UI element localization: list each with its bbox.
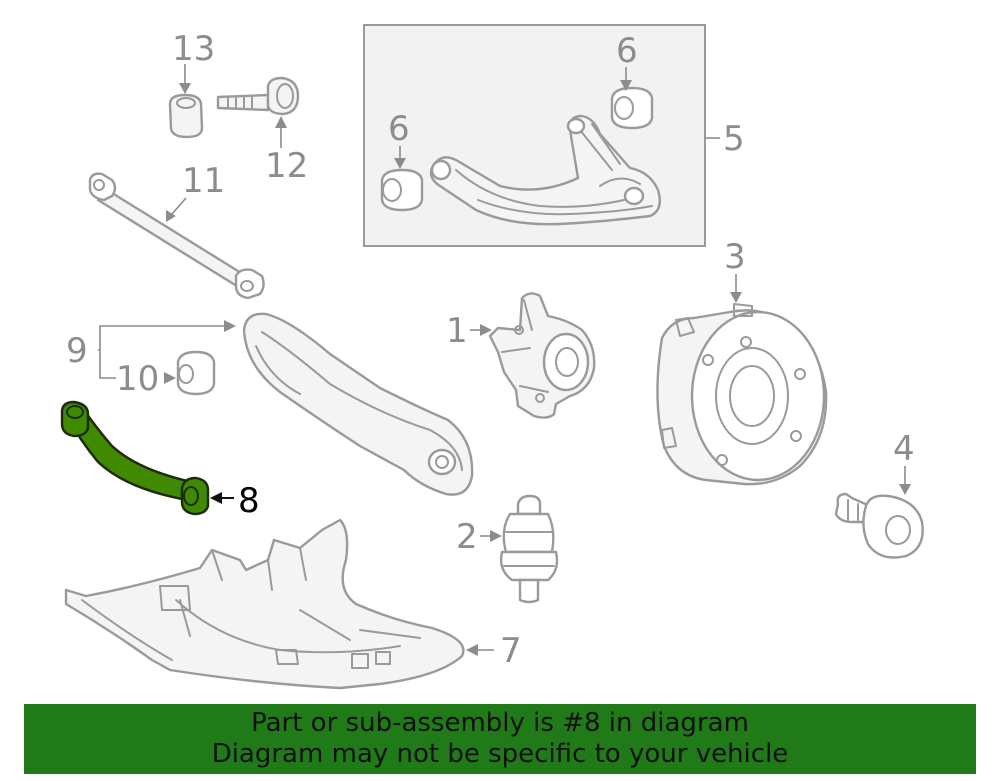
- svg-text:2: 2: [456, 517, 478, 557]
- callout-11: 11: [166, 161, 225, 222]
- svg-text:13: 13: [172, 29, 215, 69]
- part-10-bushing[interactable]: [176, 350, 216, 396]
- svg-text:4: 4: [893, 429, 915, 469]
- svg-text:12: 12: [265, 146, 308, 186]
- svg-text:9: 9: [66, 331, 88, 371]
- part-9-lower-control-arm[interactable]: [242, 312, 474, 496]
- banner-line-disclaimer: Diagram may not be specific to your vehi…: [211, 739, 789, 769]
- callout-13: 13: [172, 29, 215, 94]
- callout-10: 10: [116, 359, 176, 399]
- part-2-ball-joint[interactable]: [499, 494, 559, 604]
- callout-9: 9: [66, 320, 236, 379]
- banner-line-part-number: Part or sub-assembly is #8 in diagram: [251, 708, 749, 738]
- svg-text:8: 8: [238, 481, 260, 521]
- svg-text:6: 6: [388, 109, 410, 149]
- svg-text:3: 3: [724, 237, 746, 277]
- part-8-control-link-highlighted[interactable]: [60, 400, 210, 516]
- part-13-washer[interactable]: [168, 93, 204, 139]
- svg-text:6: 6: [616, 31, 638, 71]
- svg-text:11: 11: [182, 161, 225, 201]
- part-1-knuckle[interactable]: [488, 292, 596, 419]
- part-3-wheel-hub[interactable]: [656, 303, 828, 486]
- callout-3: 3: [724, 237, 746, 303]
- part-12-bolt[interactable]: [216, 76, 300, 116]
- callout-1: 1: [446, 311, 492, 351]
- svg-text:7: 7: [500, 631, 522, 671]
- callout-4: 4: [893, 429, 915, 495]
- part-6-bushing-right[interactable]: [610, 86, 654, 130]
- exploded-parts-diagram: 13 12 11: [60, 24, 924, 690]
- callout-7: 7: [466, 631, 522, 671]
- svg-text:5: 5: [723, 119, 745, 159]
- callout-12: 12: [265, 116, 308, 186]
- part-5-upper-control-arm[interactable]: [429, 114, 661, 226]
- svg-text:10: 10: [116, 359, 159, 399]
- part-11-lateral-link[interactable]: [88, 172, 265, 300]
- callout-2: 2: [456, 517, 502, 557]
- svg-text:1: 1: [446, 311, 468, 351]
- part-6-bushing-left[interactable]: [380, 168, 424, 212]
- part-7-underbody-shield[interactable]: [64, 518, 465, 690]
- info-banner: Part or sub-assembly is #8 in diagram Di…: [24, 704, 976, 774]
- callout-6-right: 6: [616, 31, 638, 91]
- part-4-hub-bolt[interactable]: [834, 492, 924, 559]
- callout-5: 5: [705, 119, 745, 159]
- callout-8: 8: [210, 481, 260, 521]
- callout-6-left: 6: [388, 109, 410, 169]
